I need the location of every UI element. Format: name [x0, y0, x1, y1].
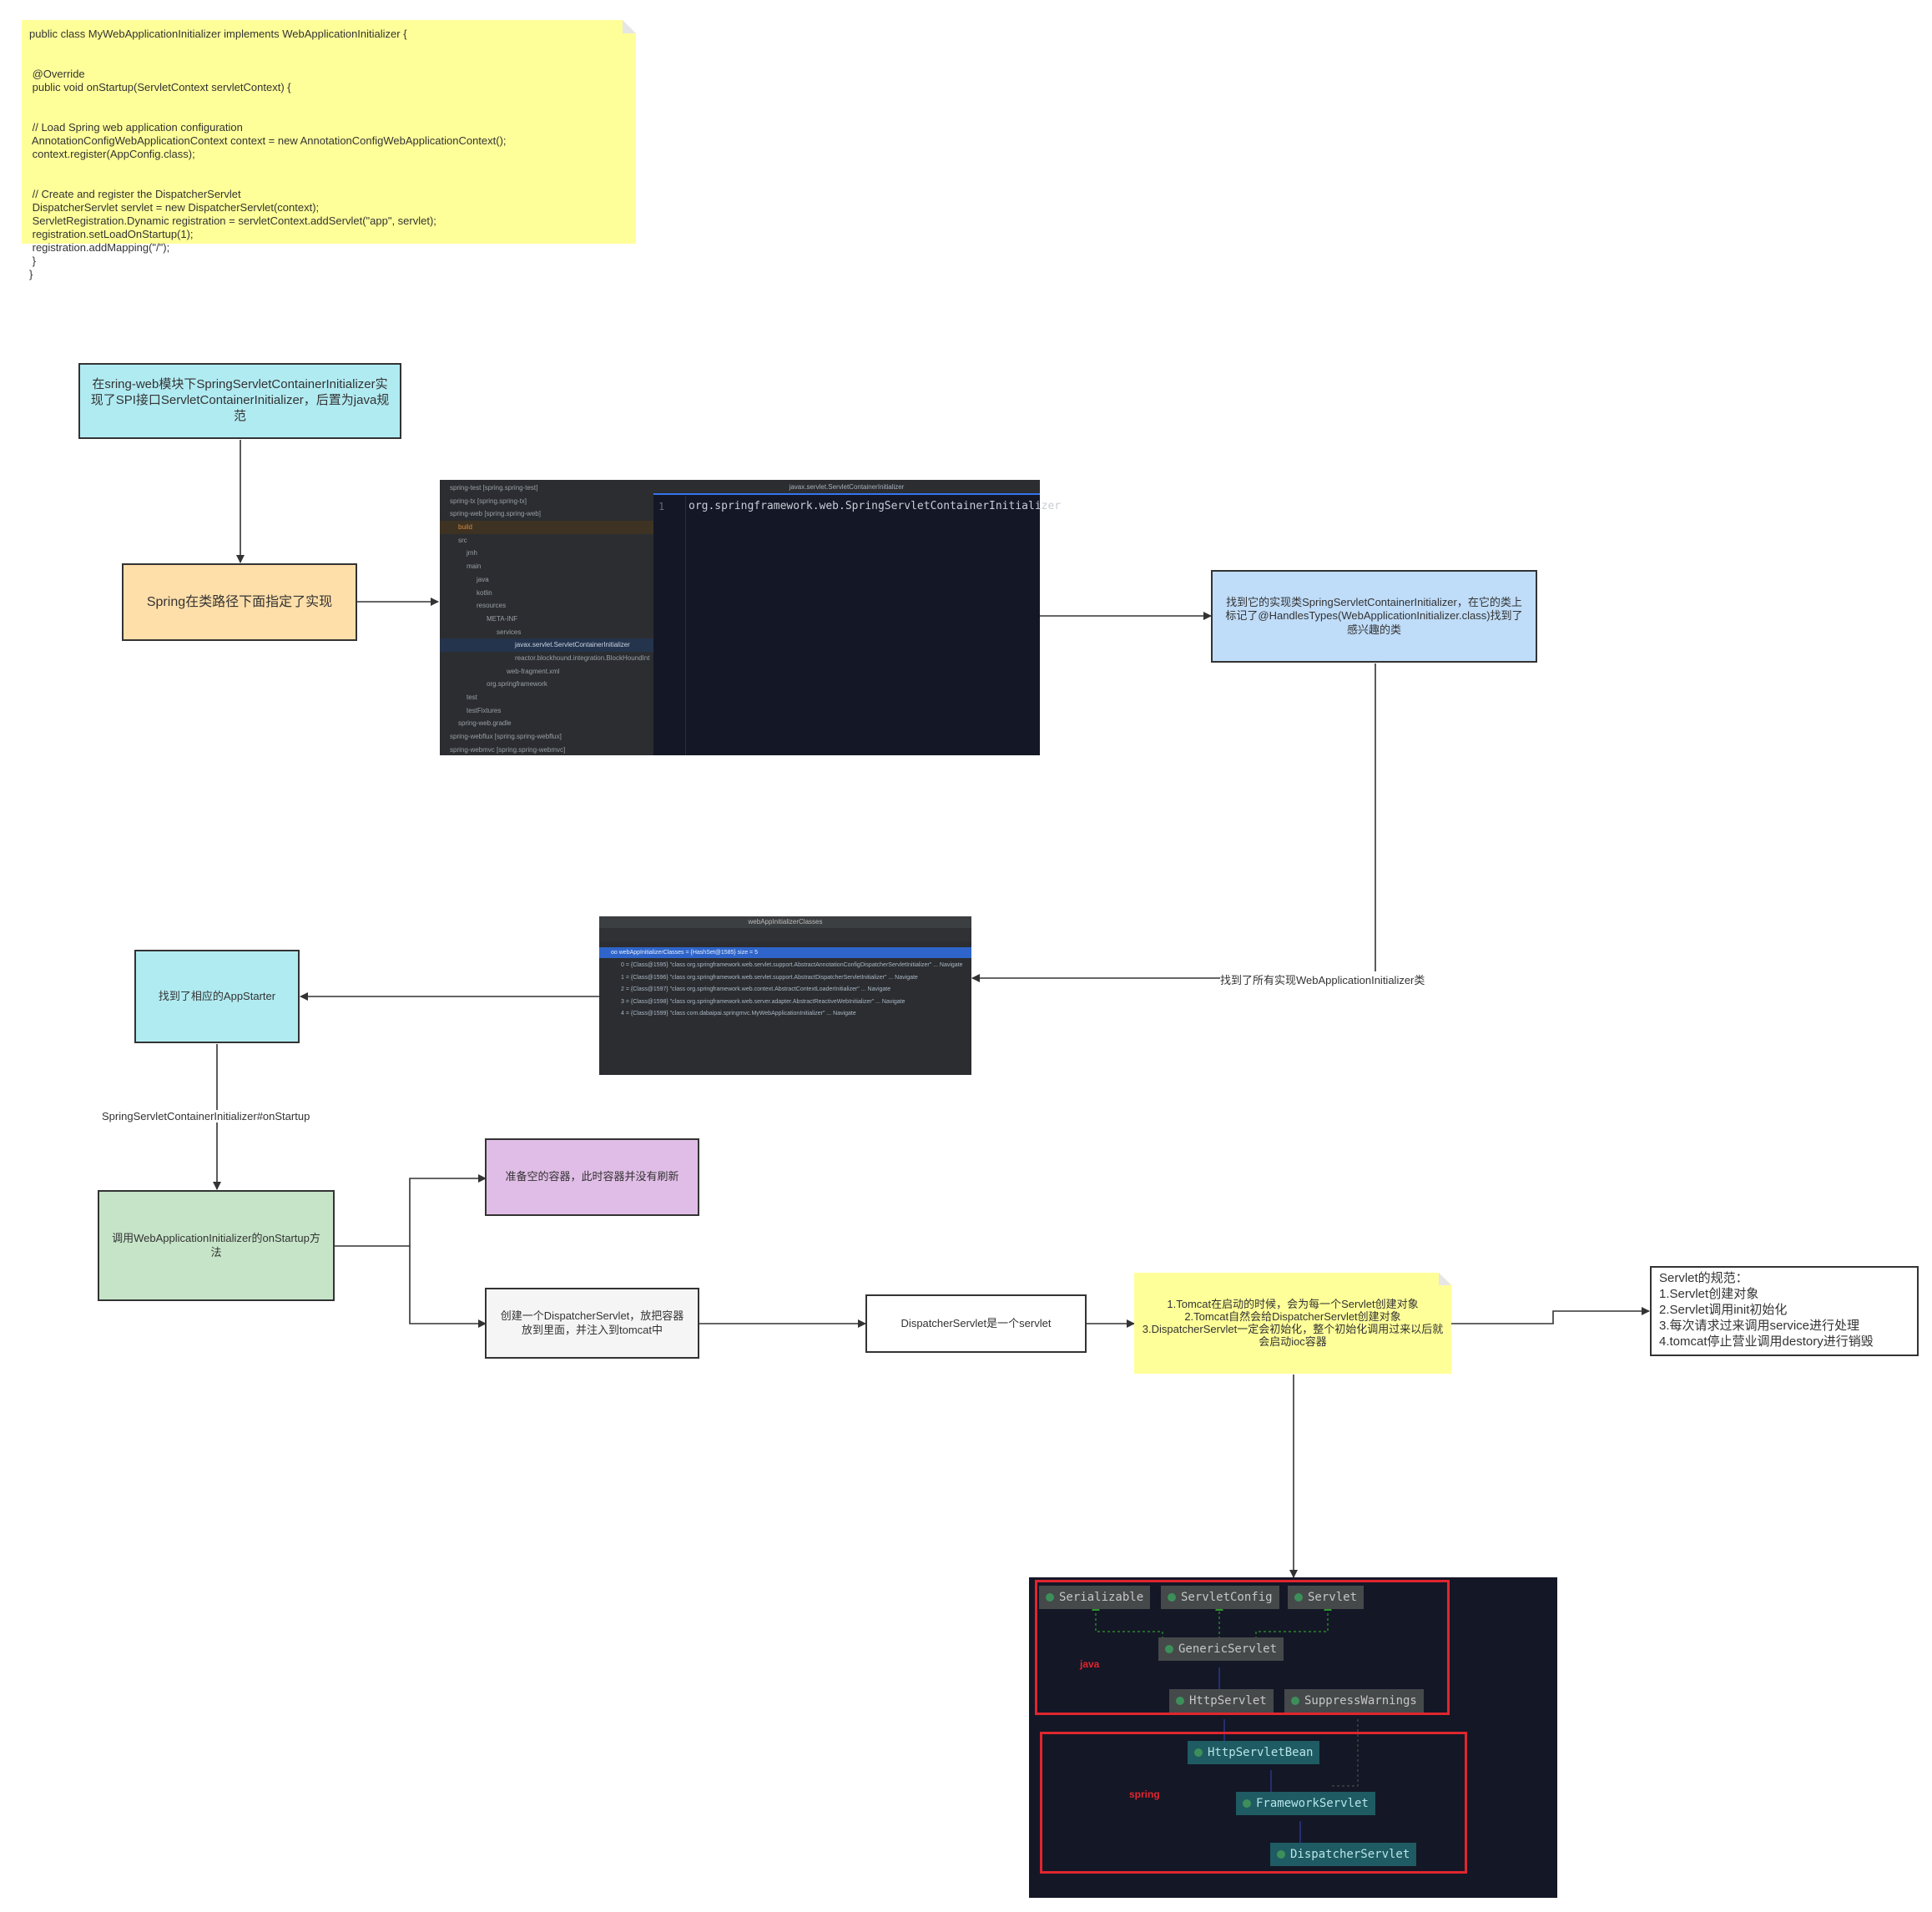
tree-row[interactable]: reactor.blockhound.integration.BlockHoun… [515, 653, 650, 662]
ide-code-line[interactable]: org.springframework.web.SpringServletCon… [689, 500, 1062, 512]
arrow-call-to-create [409, 1246, 487, 1328]
tree-row[interactable]: spring-test [spring.spring-test] [450, 484, 538, 492]
java-region-highlight [1035, 1580, 1450, 1715]
ide-editor: javax.servlet.ServletContainerInitialize… [653, 480, 1061, 755]
uml-node-label: ServletConfig [1181, 1591, 1273, 1604]
servlet-spec-node[interactable]: Servlet的规范： 1.Servlet创建对象 2.Servlet调用ini… [1650, 1266, 1919, 1356]
debug-row[interactable]: 2 = {Class@1597} "class org.springframew… [621, 986, 891, 992]
uml-node-label: HttpServletBean [1208, 1746, 1314, 1759]
tree-row[interactable]: spring-webmvc [spring.spring-webmvc] [450, 745, 566, 754]
uml-node-httpservletbean[interactable]: HttpServletBean [1188, 1741, 1320, 1764]
code-sticky-note [22, 20, 636, 244]
call-onstartup-node[interactable]: 调用WebApplicationInitializer的onStartup方法 [98, 1190, 335, 1301]
edge-label-found-all: 找到了所有实现WebApplicationInitializer类 [1220, 971, 1425, 987]
tree-row[interactable]: spring-web.gradle [458, 719, 512, 728]
annotation-icon [1291, 1697, 1299, 1705]
uml-node-label: Servlet [1308, 1591, 1358, 1604]
uml-node-genericservlet[interactable]: GenericServlet [1158, 1637, 1284, 1661]
tree-row[interactable]: resources [477, 602, 507, 610]
interface-icon [1168, 1593, 1176, 1602]
app-starter-node[interactable]: 找到了相应的AppStarter [134, 950, 300, 1043]
uml-node-httpservlet[interactable]: HttpServlet [1169, 1689, 1274, 1713]
debug-row[interactable]: 1 = {Class@1596} "class org.springframew… [621, 974, 918, 981]
call-onstartup-node-label: 调用WebApplicationInitializer的onStartup方法 [112, 1232, 320, 1259]
tree-row[interactable]: main [467, 563, 482, 571]
debug-row[interactable]: 4 = {Class@1599} "class com.dabaipai.spr… [621, 1011, 856, 1017]
tomcat-sticky-note-text: 1.Tomcat在启动的时候，会为每一个Servlet创建对象 2.Tomcat… [1142, 1298, 1444, 1348]
uml-node-dispatcherservlet[interactable]: DispatcherServlet [1270, 1843, 1417, 1866]
arrow-note-to-spec [1451, 1307, 1650, 1324]
tree-row[interactable]: spring-webflux [spring.spring-webflux] [450, 733, 562, 741]
ide-line-number: 1 [658, 501, 665, 512]
handles-types-node[interactable]: 找到它的实现类SpringServletContainerInitializer… [1211, 570, 1537, 663]
tree-row[interactable]: jmh [467, 549, 477, 557]
tree-row-selected[interactable]: javax.servlet.ServletContainerInitialize… [440, 638, 653, 652]
tree-row[interactable]: test [467, 694, 477, 701]
servlet-spec-node-label: Servlet的规范： 1.Servlet创建对象 2.Servlet调用ini… [1659, 1271, 1874, 1349]
class-icon [1277, 1850, 1285, 1859]
create-dispatcher-node[interactable]: 创建一个DispatcherServlet，放把容器放到里面，并注入到tomca… [485, 1288, 699, 1359]
tree-row[interactable]: src [458, 536, 467, 544]
tree-row[interactable]: testFixtures [467, 706, 502, 714]
class-icon [1046, 1593, 1054, 1602]
uml-node-frameworkservlet[interactable]: FrameworkServlet [1236, 1792, 1375, 1815]
dispatcher-servlet-node[interactable]: DispatcherServlet是一个servlet [865, 1294, 1087, 1353]
app-starter-node-label: 找到了相应的AppStarter [158, 989, 276, 1002]
tree-row[interactable]: kotlin [477, 588, 492, 597]
uml-node-servlet[interactable]: Servlet [1288, 1586, 1365, 1609]
arrow-call-to-empty [335, 1174, 487, 1247]
empty-container-node-label: 准备空的容器，此时容器并没有刷新 [505, 1170, 679, 1183]
class-icon [1165, 1645, 1173, 1653]
tree-row[interactable]: META-INF [487, 614, 518, 623]
create-dispatcher-node-label: 创建一个DispatcherServlet，放把容器放到里面，并注入到tomca… [500, 1309, 684, 1336]
uml-node-label: SuppressWarnings [1304, 1694, 1417, 1708]
uml-node-label: DispatcherServlet [1290, 1848, 1410, 1861]
uml-node-label: GenericServlet [1178, 1642, 1278, 1656]
tomcat-sticky-note[interactable] [1134, 1273, 1451, 1374]
classpath-node[interactable]: Spring在类路径下面指定了实现 [122, 563, 357, 641]
ide-editor-tab[interactable]: javax.servlet.ServletContainerInitialize… [653, 480, 1040, 495]
uml-node-servletconfig[interactable]: ServletConfig [1161, 1586, 1279, 1609]
uml-node-label: FrameworkServlet [1256, 1797, 1369, 1810]
uml-node-serializable[interactable]: Serializable [1039, 1586, 1151, 1609]
classpath-node-label: Spring在类路径下面指定了实现 [146, 594, 333, 609]
debug-row[interactable]: 3 = {Class@1598} "class org.springframew… [621, 998, 905, 1005]
spi-node-label: 在sring-web模块下SpringServletContainerIniti… [90, 377, 390, 423]
class-icon [1243, 1799, 1251, 1808]
tree-row[interactable]: spring-web [spring.spring-web] [450, 510, 541, 518]
class-icon [1194, 1748, 1203, 1757]
handles-types-node-label: 找到它的实现类SpringServletContainerInitializer… [1225, 596, 1523, 636]
spi-node[interactable]: 在sring-web模块下SpringServletContainerIniti… [78, 363, 401, 439]
debug-row[interactable]: 0 = {Class@1595} "class org.springframew… [621, 962, 963, 968]
debug-toolbar [599, 928, 971, 941]
ide-gutter-line [685, 497, 686, 755]
ide-screenshot: spring-test [spring.spring-test] spring-… [440, 480, 1061, 755]
class-icon [1176, 1697, 1184, 1705]
interface-icon [1294, 1593, 1303, 1602]
uml-node-label: Serializable [1059, 1591, 1144, 1604]
java-region-label: java [1080, 1658, 1100, 1670]
code-sticky-note-text: public class MyWebApplicationInitializer… [29, 28, 507, 280]
uml-hierarchy-screenshot: java Serializable ServletConfig Servlet … [1029, 1577, 1557, 1898]
tree-row[interactable]: build [440, 521, 653, 534]
tree-row[interactable]: java [477, 575, 489, 583]
empty-container-node[interactable]: 准备空的容器，此时容器并没有刷新 [485, 1138, 699, 1216]
dispatcher-servlet-node-label: DispatcherServlet是一个servlet [900, 1316, 1052, 1329]
tree-row[interactable]: org.springframework [487, 680, 547, 689]
debug-title: webAppInitializerClasses [599, 916, 971, 928]
tree-row[interactable]: web-fragment.xml [507, 667, 560, 675]
ide-project-tree: spring-test [spring.spring-test] spring-… [440, 480, 653, 755]
tree-row[interactable]: spring-tx [spring.spring-tx] [450, 497, 527, 505]
uml-node-suppresswarnings[interactable]: SuppressWarnings [1284, 1689, 1424, 1713]
spring-region-label: spring [1129, 1788, 1160, 1800]
tree-row[interactable]: services [497, 628, 522, 636]
debug-header-row[interactable]: oo webAppInitializerClasses = {HashSet@1… [599, 947, 971, 958]
spring-region-highlight [1040, 1732, 1467, 1874]
uml-node-label: HttpServlet [1189, 1694, 1267, 1708]
edge-label-onstartup: SpringServletContainerInitializer#onStar… [102, 1110, 310, 1122]
debug-screenshot: webAppInitializerClasses oo webAppInitia… [599, 916, 971, 1075]
